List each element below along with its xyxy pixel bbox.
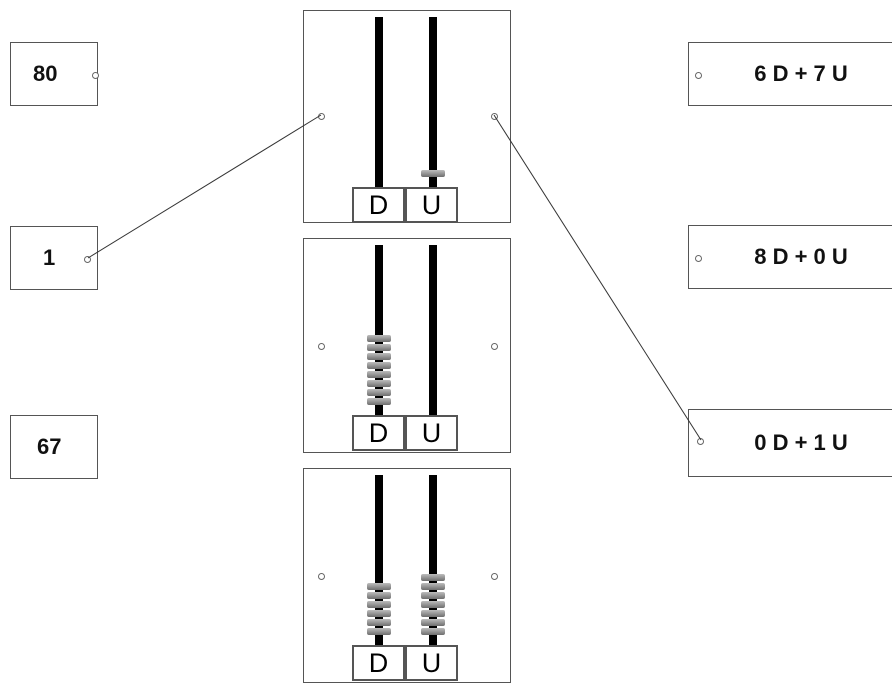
ones-rod [429,17,437,189]
ones-bead [421,610,445,617]
number-card-67[interactable]: 67 [10,415,98,479]
ones-place-box: U [405,187,458,223]
ones-bead [421,170,445,177]
tens-bead [367,344,391,351]
ones-place-box: U [405,645,458,681]
expression-label: 0 D + 1 U [754,430,848,455]
tens-bead [367,610,391,617]
tens-bead [367,592,391,599]
connection-line [87,114,322,259]
connector-dot-right[interactable] [491,573,498,580]
number-card-1[interactable]: 1 [10,226,98,290]
tens-rod [375,245,383,417]
expression-card-6d-7u[interactable]: 6 D + 7 U [688,42,892,106]
tens-place-box: D [352,645,405,681]
expression-card-8d-0u[interactable]: 8 D + 0 U [688,225,892,289]
expression-label: 6 D + 7 U [754,61,848,86]
tens-bead [367,335,391,342]
connection-line [493,114,702,441]
connector-dot[interactable] [84,256,91,263]
tens-bead [367,389,391,396]
connector-dot[interactable] [92,72,99,79]
abacus-card-3[interactable]: D U [303,468,511,683]
tens-bead [367,362,391,369]
tens-bead [367,398,391,405]
connector-dot-left[interactable] [318,343,325,350]
number-card-80[interactable]: 80 [10,42,99,106]
abacus-card-2[interactable]: D U [303,238,511,453]
abacus-card-1[interactable]: D U [303,10,511,223]
tens-bead [367,371,391,378]
tens-bead [367,619,391,626]
tens-place-box: D [352,415,405,451]
connector-dot-left[interactable] [318,573,325,580]
tens-bead [367,628,391,635]
connector-dot-right[interactable] [491,113,498,120]
ones-bead [421,583,445,590]
ones-bead [421,601,445,608]
expression-card-0d-1u[interactable]: 0 D + 1 U [688,409,892,477]
ones-rod [429,475,437,647]
ones-bead [421,628,445,635]
tens-rod [375,17,383,189]
tens-bead [367,601,391,608]
ones-place-box: U [405,415,458,451]
connector-dot-right[interactable] [491,343,498,350]
number-label: 80 [33,61,58,86]
tens-bead [367,380,391,387]
number-label: 67 [37,434,62,459]
ones-bead [421,619,445,626]
tens-place-box: D [352,187,405,223]
connector-dot-left[interactable] [318,113,325,120]
ones-bead [421,592,445,599]
ones-bead [421,574,445,581]
connector-dot[interactable] [695,72,702,79]
number-label: 1 [43,245,56,270]
ones-rod [429,245,437,417]
expression-label: 8 D + 0 U [754,244,848,269]
tens-bead [367,353,391,360]
tens-bead [367,583,391,590]
tens-rod [375,475,383,647]
